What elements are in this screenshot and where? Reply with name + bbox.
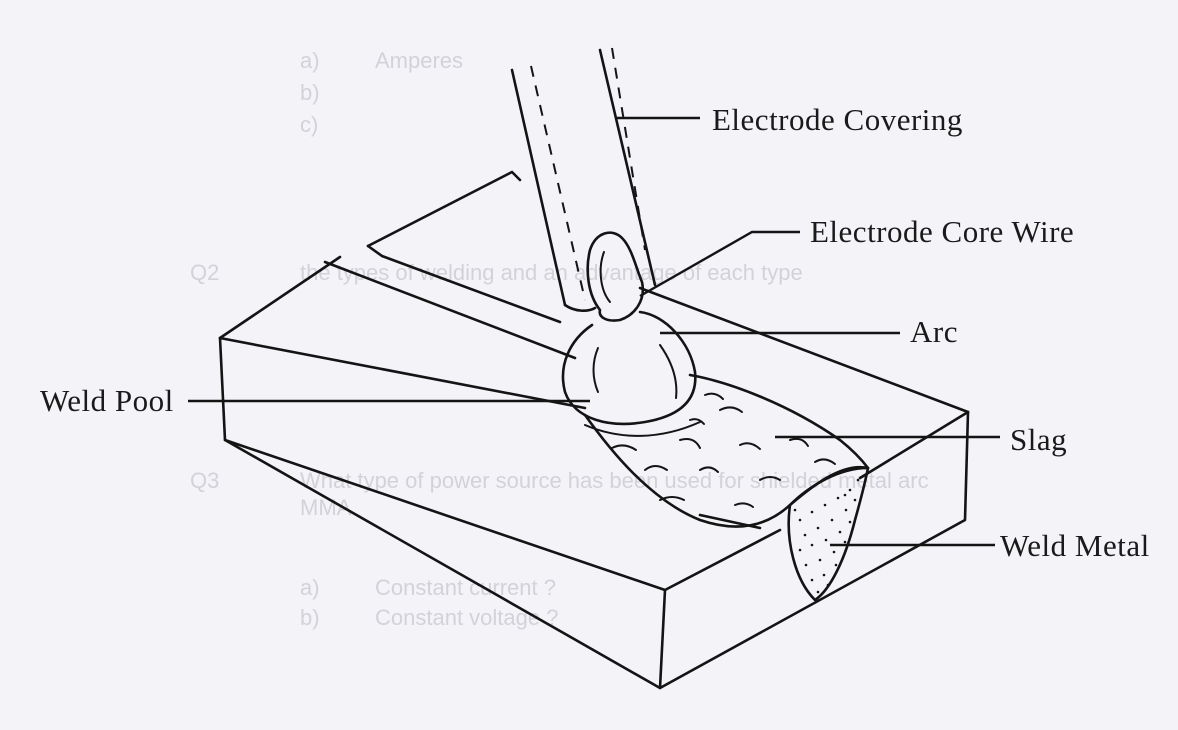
plate-joint-line (323, 260, 577, 360)
electrode-core-left-edge (530, 65, 586, 301)
base-plate (218, 170, 970, 690)
electrode-covering-left-edge (510, 68, 567, 307)
electrode-covering-tip (563, 303, 597, 312)
arc-outline (561, 310, 697, 426)
arc-weld-pool (561, 310, 701, 437)
weld-metal-outline (787, 466, 870, 602)
label-electrode-covering: Electrode Covering (712, 102, 963, 137)
weld-pool-edge (584, 421, 701, 437)
svg-text:a): a) (300, 575, 320, 600)
label-slag: Slag (1010, 422, 1068, 457)
plate-joint-line-upper (380, 254, 562, 324)
svg-text:c): c) (300, 112, 318, 137)
label-arc: Arc (910, 314, 958, 349)
label-weld-metal: Weld Metal (1000, 528, 1150, 563)
label-weld-pool: Weld Pool (40, 383, 174, 418)
plate-left-top-edge (218, 255, 342, 340)
plate-front-corner-edge (663, 528, 782, 592)
core-wire-highlight (599, 251, 611, 303)
back-plate-front-corner (366, 244, 384, 258)
svg-text:a): a) (300, 48, 320, 73)
plate-right-corner-edge (858, 410, 970, 480)
plate-right-face (658, 410, 970, 690)
svg-text:Amperes: Amperes (375, 48, 463, 73)
slag-texture (611, 392, 836, 508)
svg-text:Constant voltage ?: Constant voltage ? (375, 605, 558, 630)
slag-top-edge (688, 373, 870, 470)
leader-lines (188, 116, 1000, 547)
arc-inner-line (659, 344, 678, 399)
svg-text:the types of welding and an ad: the types of welding and an advantage of… (300, 260, 803, 285)
electrode-covering-right-edge (598, 48, 657, 287)
arc-highlight (592, 347, 599, 393)
svg-text:Q2: Q2 (190, 260, 219, 285)
label-electrode-core-wire: Electrode Core Wire (810, 214, 1075, 249)
svg-text:b): b) (300, 605, 320, 630)
svg-text:Q3: Q3 (190, 468, 219, 493)
leader-electrode-core-wire (639, 230, 800, 298)
weld-metal-stipple (793, 478, 860, 594)
bleed-through-artifact: a) Amperes b) c) Q2 the types of welding… (190, 48, 929, 630)
electrode-core-right-edge (611, 47, 646, 251)
svg-text:b): b) (300, 80, 320, 105)
svg-text:What type of power source has: What type of power source has been used … (300, 468, 929, 493)
plate-left-face (218, 336, 667, 592)
svg-text:Constant current ?: Constant current ? (375, 575, 556, 600)
electrode (510, 47, 657, 322)
plate-front-top-edge-left (218, 336, 587, 410)
electrode-core-wire-tip (586, 231, 645, 322)
back-plate-edge (366, 170, 522, 248)
weld-metal-section (787, 466, 870, 602)
plate-right-top-edge (638, 286, 970, 414)
